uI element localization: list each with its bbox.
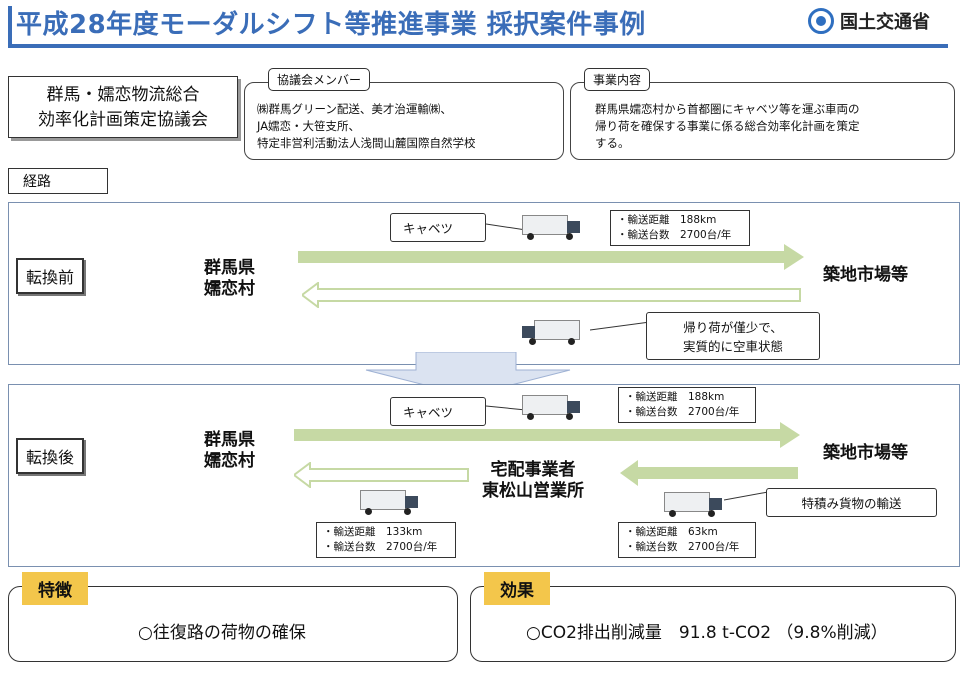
- after-return-to-hub-arrow: [620, 460, 798, 486]
- before-return-arrow: [302, 282, 801, 308]
- truck-icon: [522, 393, 582, 420]
- ministry-logo: 国土交通省: [808, 8, 930, 34]
- route-label: 経路: [8, 168, 108, 194]
- before-cargo-label: キャベツ: [390, 213, 486, 242]
- after-cargo-label: キャベツ: [390, 397, 486, 426]
- council-name-line2: 効率化計画策定協議会: [38, 110, 208, 130]
- title-rule: [8, 44, 948, 48]
- effect-tag: 効果: [484, 572, 550, 605]
- business-line: 群馬県嬬恋村から首都圏にキャベツ等を運ぶ車両の: [595, 102, 860, 116]
- council-name-line1: 群馬・嬬恋物流総合: [46, 85, 200, 105]
- member-line: JA嬬恋・大笹支所、: [257, 119, 361, 133]
- after-origin: 群馬県 嬬恋村: [204, 430, 255, 471]
- feature-tag: 特徴: [22, 572, 88, 605]
- before-label: 転換前: [16, 258, 85, 294]
- business-tag: 事業内容: [584, 68, 651, 91]
- before-note: 帰り荷が僅少で、 実質的に空車状態: [646, 312, 820, 360]
- bubble-pointer: [486, 405, 526, 411]
- bubble-pointer: [590, 321, 650, 331]
- business-line: する。: [595, 136, 630, 150]
- after-hub: 宅配事業者 東松山営業所: [482, 460, 584, 501]
- after-label: 転換後: [16, 438, 85, 474]
- before-destination: 築地市場等: [823, 265, 908, 285]
- truck-icon: [664, 490, 724, 517]
- after-info-box: ・輸送距離 188km ・輸送台数 2700台/年: [618, 387, 756, 423]
- bubble-pointer: [724, 491, 768, 501]
- after-return-info-box: ・輸送距離 133km ・輸送台数 2700台/年: [316, 522, 456, 558]
- member-line: ㈱群馬グリーン配送、美才治運輸㈱、: [257, 102, 452, 116]
- after-note: 特積み貨物の輸送: [766, 488, 937, 517]
- members-tag: 協議会メンバー: [268, 68, 371, 91]
- before-origin: 群馬県 嬬恋村: [204, 258, 255, 299]
- after-outbound-arrow: [294, 429, 782, 441]
- truck-icon: [520, 318, 580, 345]
- bubble-pointer: [486, 223, 526, 231]
- business-box: 群馬県嬬恋村から首都圏にキャベツ等を運ぶ車両の 帰り荷を確保する事業に係る総合効…: [570, 82, 955, 160]
- logo-text: 国土交通省: [840, 12, 930, 33]
- before-info-box: ・輸送距離 188km ・輸送台数 2700台/年: [610, 210, 750, 246]
- effect-text: ○CO2排出削減量 91.8 t-CO2 （9.8%削減）: [526, 623, 888, 643]
- members-box: ㈱群馬グリーン配送、美才治運輸㈱、 JA嬬恋・大笹支所、 特定非営利活動法人浅間…: [244, 82, 564, 160]
- transition-arrow: [365, 352, 571, 397]
- after-mid-info-box: ・輸送距離 63km ・輸送台数 2700台/年: [618, 522, 756, 558]
- truck-icon: [522, 213, 582, 240]
- after-destination: 築地市場等: [823, 443, 908, 463]
- after-outbound-arrowhead: [780, 422, 800, 448]
- page-title: 平成28年度モーダルシフト等推進事業 採択案件事例: [16, 10, 646, 40]
- feature-box: [8, 586, 458, 662]
- before-outbound-arrow: [298, 251, 786, 263]
- truck-icon: [360, 488, 420, 515]
- mlit-logo-icon: [808, 8, 834, 34]
- after-return-to-origin-arrow: [294, 462, 469, 488]
- member-line: 特定非営利活動法人浅間山麓国際自然学校: [257, 136, 476, 150]
- title-accent-bar: [8, 6, 12, 44]
- business-line: 帰り荷を確保する事業に係る総合効率化計画を策定: [595, 119, 860, 133]
- effect-box: [470, 586, 956, 662]
- council-name-box: 群馬・嬬恋物流総合 効率化計画策定協議会: [8, 76, 238, 138]
- feature-text: ○往復路の荷物の確保: [138, 623, 306, 643]
- before-outbound-arrowhead: [784, 244, 804, 270]
